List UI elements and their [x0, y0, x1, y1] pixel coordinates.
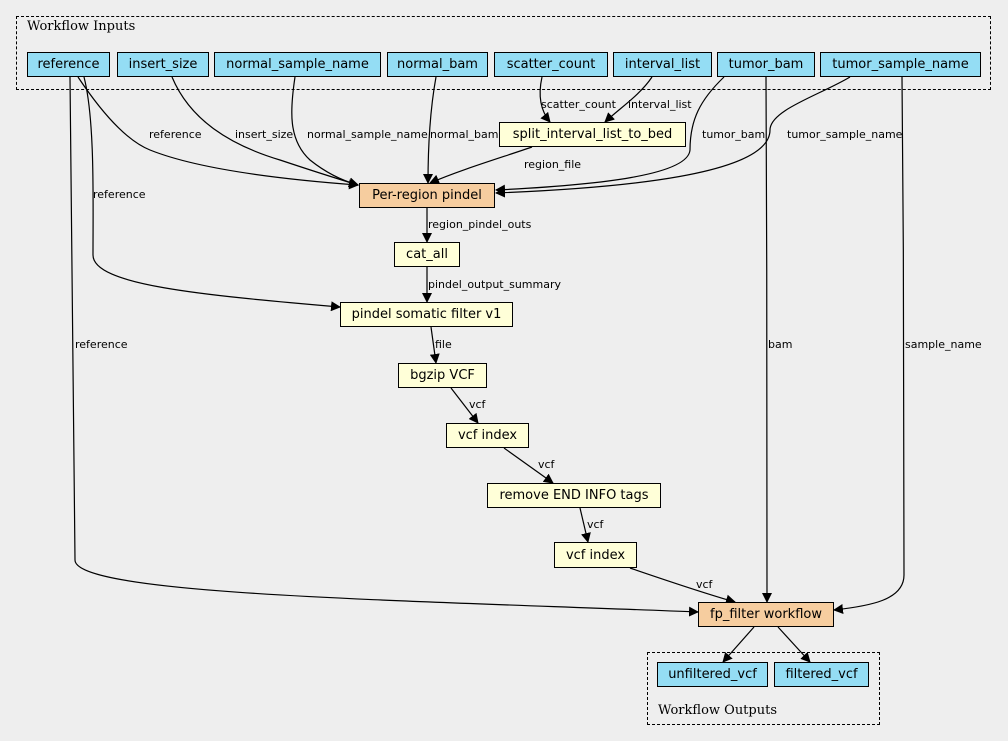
edge-label-normal-sample-name-to-pindel: normal_sample_name	[307, 128, 428, 141]
edge-tumor-sample-name-to-pindel	[495, 76, 851, 198]
edge-tumor-bam-to-fp	[761, 76, 772, 603]
edge-reference-to-pindel	[77, 76, 359, 190]
step-node-fp-filter-workflow[interactable]: fp_filter workflow	[698, 602, 834, 627]
output-node-filtered-vcf[interactable]: filtered_vcf	[774, 662, 869, 687]
edge-label-tumor-sample-name-to-pindel: tumor_sample_name	[787, 128, 903, 141]
edge-label-filter-to-bgzip: file	[435, 338, 452, 351]
edge-index-to-fp	[629, 567, 736, 605]
input-node-interval-list[interactable]: interval_list	[613, 52, 712, 77]
edge-index-to-remove	[503, 447, 554, 484]
step-node-remove-end-info-tags[interactable]: remove END INFO tags	[487, 483, 661, 508]
step-node-per-region-pindel[interactable]: Per-region pindel	[359, 183, 495, 208]
workflow-outputs-label: Workflow Outputs	[658, 703, 777, 718]
edge-label-bgzip-to-index: vcf	[469, 398, 486, 411]
edge-label-index-to-fp: vcf	[696, 578, 713, 591]
edge-label-normal-bam-to-pindel: normal_bam	[430, 128, 499, 141]
edge-label-cat-to-filter: pindel_output_summary	[428, 278, 562, 291]
edge-label-reference-to-fp: reference	[75, 338, 128, 351]
edge-label-reference-to-filter: reference	[93, 188, 146, 201]
edge-remove-to-index	[579, 507, 591, 543]
input-node-tumor-bam[interactable]: tumor_bam	[717, 52, 815, 77]
edge-tumor-sample-name-to-fp	[833, 76, 905, 614]
edge-label-tumor-bam-to-pindel: tumor_bam	[702, 128, 766, 141]
edge-filter-to-bgzip	[429, 326, 440, 364]
step-node-vcf-index-1[interactable]: vcf index	[446, 423, 529, 448]
workflow-inputs-cluster	[16, 16, 991, 90]
edge-label-tumor-sample-name-to-fp: sample_name	[905, 338, 982, 351]
edge-label-insert-size-to-pindel: insert_size	[235, 128, 294, 141]
workflow-inputs-label: Workflow Inputs	[27, 19, 136, 34]
edge-scatter-count-to-split	[539, 76, 551, 123]
edge-fp-to-unfiltered	[722, 626, 755, 663]
edge-fp-to-filtered	[777, 626, 811, 663]
input-node-reference[interactable]: reference	[27, 52, 110, 77]
edge-normal-sample-name-to-pindel	[291, 76, 359, 188]
input-node-tumor-sample-name[interactable]: tumor_sample_name	[820, 52, 981, 77]
edge-tumor-bam-to-pindel	[495, 76, 725, 195]
input-node-scatter-count[interactable]: scatter_count	[494, 52, 608, 77]
input-node-normal-bam[interactable]: normal_bam	[387, 52, 488, 77]
output-node-unfiltered-vcf[interactable]: unfiltered_vcf	[657, 662, 768, 687]
edge-label-scatter-count-to-split: scatter_count	[541, 98, 616, 111]
edge-label-pindel-to-cat: region_pindel_outs	[428, 218, 532, 231]
edge-label-remove-to-index: vcf	[587, 518, 604, 531]
edge-insert-size-to-pindel	[171, 76, 359, 188]
edge-normal-bam-to-pindel	[423, 76, 437, 184]
edge-reference-to-fp	[69, 76, 699, 617]
edge-split-to-pindel	[429, 146, 533, 185]
edge-label-interval-list-to-split: interval_list	[628, 98, 692, 111]
input-node-normal-sample-name[interactable]: normal_sample_name	[214, 52, 381, 77]
workflow-outputs-cluster	[647, 652, 880, 725]
step-node-bgzip-vcf[interactable]: bgzip VCF	[398, 363, 487, 388]
edge-label-index-to-remove: vcf	[538, 458, 555, 471]
step-node-split-interval-list-to-bed[interactable]: split_interval_list_to_bed	[499, 122, 686, 147]
edge-label-reference-to-pindel: reference	[149, 128, 202, 141]
edge-bgzip-to-index	[450, 387, 479, 424]
step-node-pindel-somatic-filter[interactable]: pindel somatic filter v1	[340, 302, 513, 327]
edge-interval-list-to-split	[604, 76, 653, 123]
step-node-vcf-index-2[interactable]: vcf index	[554, 542, 637, 568]
step-node-cat-all[interactable]: cat_all	[394, 242, 460, 267]
edge-label-tumor-bam-to-fp: bam	[768, 338, 793, 351]
edge-label-split-to-pindel: region_file	[524, 158, 582, 171]
edge-reference-to-filter	[83, 76, 341, 312]
input-node-insert-size[interactable]: insert_size	[117, 52, 209, 77]
